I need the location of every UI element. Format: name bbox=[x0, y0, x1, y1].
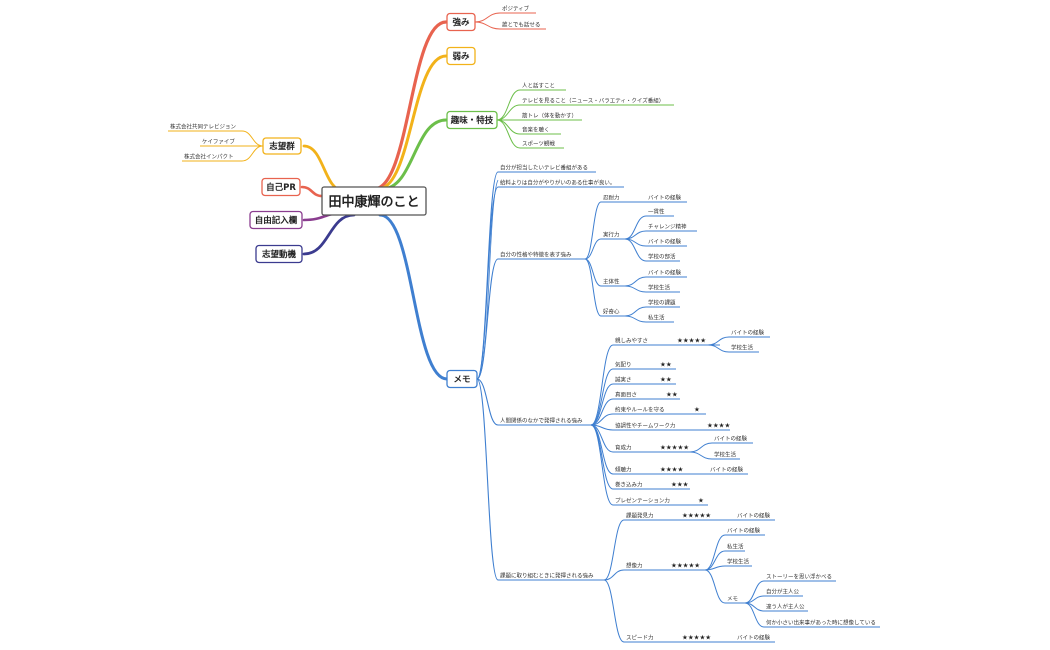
personality-group: 主体性 bbox=[603, 278, 620, 286]
imagination-memo-item: ストーリーを思い浮かべる bbox=[766, 573, 832, 581]
company-item: ケイファイブ bbox=[202, 138, 235, 146]
relations-branch: 人間関係のなかで発揮される強み bbox=[500, 417, 583, 425]
memo-top-item: 給料よりは自分がやりがいのある仕事が良い。 bbox=[500, 179, 615, 187]
personality-group: 実行力 bbox=[603, 231, 620, 239]
companies-node-label: 志望群 bbox=[269, 141, 295, 152]
imagination-memo: メモ bbox=[727, 596, 738, 603]
personality-item: 学校生活 bbox=[648, 284, 671, 292]
root-node[interactable]: 田中康輝のこと bbox=[321, 186, 427, 216]
personality-group: 忍耐力 bbox=[603, 194, 620, 202]
hobby-item: 音楽を聴く bbox=[522, 126, 550, 134]
star-rating: ★ bbox=[698, 497, 704, 505]
hobbies-node-label: 趣味・特技 bbox=[450, 115, 494, 126]
tasks-row: スピード力 bbox=[626, 634, 654, 642]
star-rating: ★ bbox=[694, 406, 700, 414]
star-rating: ★★★★★ bbox=[682, 512, 711, 520]
personality-group: 好奇心 bbox=[603, 308, 620, 316]
relations-row: 親しみやすさ bbox=[615, 337, 648, 345]
hobby-item: 筋トレ（体を動かす） bbox=[522, 112, 577, 120]
company-item: 株式会社共同テレビジョン bbox=[170, 123, 237, 131]
star-rating: ★★★ bbox=[671, 481, 689, 489]
strength-item: 誰とでも話せる bbox=[502, 21, 540, 29]
relations-item: バイトの経験 bbox=[731, 329, 765, 337]
imagination-memo-item: 何か小さい出来事があった時に想像している bbox=[766, 619, 876, 627]
personality-item: 一貫性 bbox=[648, 208, 665, 216]
motive-node[interactable]: 志望動機 bbox=[255, 244, 303, 264]
companies-node[interactable]: 志望群 bbox=[262, 137, 302, 155]
star-rating: ★★ bbox=[660, 361, 672, 369]
star-rating: ★★★★★ bbox=[682, 634, 711, 642]
company-item: 株式会社インパクト bbox=[184, 153, 234, 161]
star-rating: ★★★★★ bbox=[677, 337, 706, 345]
tasks-item: バイトの経験 bbox=[737, 634, 771, 642]
strength-item: ポジティブ bbox=[502, 5, 530, 13]
personality-item: バイトの経験 bbox=[648, 238, 682, 246]
relations-row: 気配り bbox=[615, 361, 632, 369]
tasks-item: バイトの経験 bbox=[737, 512, 771, 520]
personality-item: 私生活 bbox=[648, 314, 665, 322]
memo-top-item: 自分が担当したいテレビ番組がある bbox=[500, 164, 588, 172]
hobby-item: スポーツ観戦 bbox=[522, 140, 555, 148]
pr-node-label: 自己PR bbox=[266, 182, 296, 193]
star-rating: ★★★★★ bbox=[660, 444, 689, 452]
relations-row: 誠実さ bbox=[615, 376, 632, 384]
personality-item: バイトの経験 bbox=[648, 194, 682, 202]
tasks-branch: 課題に取り組むときに発揮される強み bbox=[500, 572, 594, 580]
personality-item: 学校の課題 bbox=[648, 299, 676, 307]
memo-node[interactable]: メモ bbox=[446, 369, 478, 389]
star-rating: ★★★★ bbox=[660, 466, 683, 474]
root-label: 田中康輝のこと bbox=[328, 194, 419, 210]
personality-item: バイトの経験 bbox=[648, 269, 682, 277]
tasks-item: バイトの経験 bbox=[727, 527, 761, 535]
tasks-item: 学校生活 bbox=[727, 558, 750, 566]
strengths-node[interactable]: 強み bbox=[446, 12, 476, 32]
weaknesses-node[interactable]: 弱み bbox=[446, 46, 476, 66]
personality-item: 学校の部活 bbox=[648, 253, 676, 261]
imagination-memo-item: 自分が主人公 bbox=[766, 588, 800, 596]
relations-item: バイトの経験 bbox=[710, 466, 744, 474]
relations-row: 巻き込み力 bbox=[615, 481, 643, 489]
relations-item: 学校生活 bbox=[714, 451, 737, 459]
motive-node-label: 志望動機 bbox=[262, 249, 297, 260]
hobby-item: テレビを見ること（ニュース・バラエティ・クイズ番組） bbox=[522, 97, 664, 105]
free-node-label: 自由記入欄 bbox=[255, 215, 298, 226]
personality-branch: 自分の性格や特徴を表す強み bbox=[500, 251, 572, 259]
star-rating: ★★★★ bbox=[707, 422, 730, 430]
relations-row: 協調性やチームワーク力 bbox=[615, 422, 675, 430]
hobbies-node[interactable]: 趣味・特技 bbox=[446, 110, 498, 130]
star-rating: ★★ bbox=[666, 391, 678, 399]
hobby-item: 人と話すこと bbox=[522, 82, 555, 90]
weaknesses-node-label: 弱み bbox=[452, 51, 470, 62]
star-rating: ★★★★★ bbox=[671, 562, 700, 570]
relations-row: 育成力 bbox=[615, 444, 632, 452]
star-rating: ★★ bbox=[660, 376, 672, 384]
pr-node[interactable]: 自己PR bbox=[261, 177, 301, 197]
free-node[interactable]: 自由記入欄 bbox=[249, 210, 303, 230]
tasks-row: 課題発見力 bbox=[626, 512, 654, 520]
relations-row: 傾聴力 bbox=[615, 466, 632, 474]
relations-row: 真面目さ bbox=[615, 391, 637, 399]
relations-item: バイトの経験 bbox=[714, 435, 748, 443]
memo-node-label: メモ bbox=[453, 375, 470, 385]
imagination-memo-item: 違う人が主人公 bbox=[766, 603, 805, 611]
tasks-row: 想像力 bbox=[626, 562, 643, 570]
relations-item: 学校生活 bbox=[731, 344, 754, 352]
strengths-node-label: 強み bbox=[452, 17, 470, 28]
tasks-item: 私生活 bbox=[727, 543, 744, 551]
relations-row: 約束やルールを守る bbox=[615, 406, 665, 414]
relations-row: プレゼンテーション力 bbox=[615, 497, 670, 505]
personality-item: チャレンジ精神 bbox=[648, 223, 687, 231]
